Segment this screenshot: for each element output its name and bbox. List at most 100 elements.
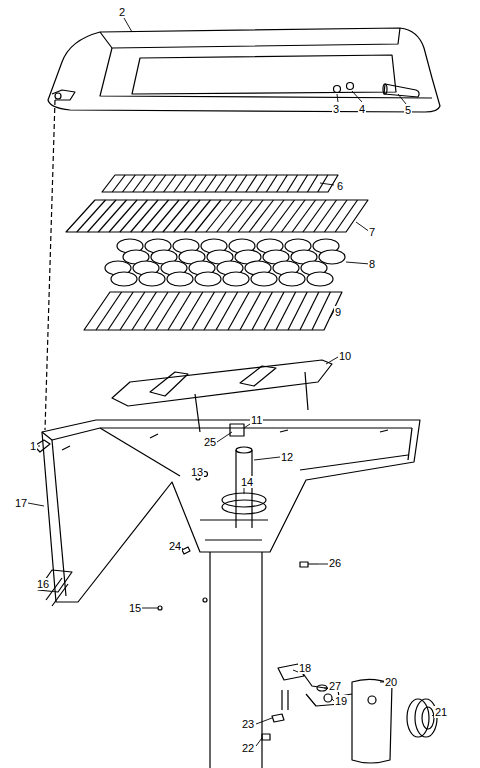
post xyxy=(210,552,262,768)
callout-number: 19 xyxy=(334,695,348,707)
callout-number: 6 xyxy=(336,180,344,192)
firebox xyxy=(42,420,420,602)
grate-bar xyxy=(96,292,122,330)
callout-number: 25 xyxy=(203,436,217,448)
grate-bar xyxy=(314,200,337,232)
grate-bar xyxy=(132,292,156,330)
briquette xyxy=(195,272,221,286)
callout-number: 18 xyxy=(298,662,312,674)
grate-bar xyxy=(184,200,210,232)
briquette xyxy=(307,272,333,286)
grate-bar xyxy=(303,200,326,232)
grate-bar xyxy=(205,175,217,192)
lava-briquettes xyxy=(105,239,345,286)
grate-bar xyxy=(133,175,146,192)
grate-bar xyxy=(217,200,242,232)
grate-bar xyxy=(192,292,214,330)
grate-bar xyxy=(266,175,277,192)
control-knob xyxy=(407,699,437,737)
grate-bar xyxy=(225,175,236,192)
grate-bar xyxy=(281,200,305,232)
grate-bar xyxy=(184,175,196,192)
callout-number: 27 xyxy=(328,680,342,692)
grate-bar xyxy=(264,292,284,330)
callout-number: 16 xyxy=(36,578,50,590)
grate-bar xyxy=(271,200,295,232)
grate-bar xyxy=(168,292,191,330)
callout-number: 2 xyxy=(118,6,126,18)
grate-bar xyxy=(240,292,261,330)
briquette-grate-bars xyxy=(96,292,330,330)
grate-bar xyxy=(256,175,267,192)
grate-bar xyxy=(156,292,180,330)
grate-bar xyxy=(236,175,247,192)
callout-number: 24 xyxy=(168,540,182,552)
grate-bar xyxy=(228,200,253,232)
warming-rack xyxy=(102,175,338,192)
callout-number: 14 xyxy=(240,476,254,488)
grate-bar xyxy=(153,175,165,192)
cooking-grate-bars xyxy=(77,200,358,232)
grate-bar xyxy=(109,200,137,232)
grate-bar xyxy=(215,175,227,192)
grate-bar xyxy=(277,175,288,192)
grate-bar xyxy=(164,175,176,192)
grate-bar xyxy=(143,175,155,192)
callout-number: 15 xyxy=(128,602,142,614)
grate-bar xyxy=(276,292,296,330)
grate-bar xyxy=(174,175,186,192)
briquette xyxy=(279,272,305,286)
grate-bar xyxy=(123,175,136,192)
callout-number: 1 xyxy=(29,440,37,452)
grate-bar xyxy=(152,200,179,232)
grate-bar xyxy=(163,200,190,232)
callout-number: 23 xyxy=(241,718,255,730)
callout-number: 22 xyxy=(241,742,255,754)
burner xyxy=(112,360,332,432)
grate-bar xyxy=(216,292,238,330)
warming-rack-bars xyxy=(112,175,328,192)
leader-lines xyxy=(28,18,434,746)
grate-bar xyxy=(131,200,158,232)
callout-number: 7 xyxy=(368,226,376,238)
grate-bar xyxy=(292,200,315,232)
screws xyxy=(158,476,318,610)
grate-bar xyxy=(238,200,263,232)
callout-number: 3 xyxy=(332,103,340,115)
grate-bar xyxy=(297,175,307,192)
callout-number: 20 xyxy=(384,676,398,688)
grate-bar xyxy=(260,200,284,232)
grate-bar xyxy=(174,200,200,232)
cooking-grate xyxy=(66,200,368,232)
grate-bar xyxy=(206,200,232,232)
grate-bar xyxy=(246,175,257,192)
control-panel xyxy=(352,679,392,763)
grate-bar xyxy=(120,292,145,330)
grate-bar xyxy=(228,292,249,330)
grate-bar xyxy=(112,175,125,192)
briquette xyxy=(223,272,249,286)
grate-bar xyxy=(312,292,330,330)
callout-number: 4 xyxy=(358,103,366,115)
grate-bar xyxy=(300,292,319,330)
grate-bar xyxy=(204,292,226,330)
grill-lid xyxy=(45,28,440,430)
callout-number: 11 xyxy=(250,414,263,426)
briquette xyxy=(167,272,193,286)
grate-bar xyxy=(141,200,168,232)
briquette xyxy=(319,250,345,264)
grate-bar xyxy=(307,175,317,192)
callout-number: 21 xyxy=(434,706,448,718)
grate-bar xyxy=(195,200,221,232)
grate-bar xyxy=(249,200,273,232)
grate-bar xyxy=(194,175,206,192)
grate-bar xyxy=(108,292,133,330)
briquette-grate xyxy=(84,292,342,330)
briquette xyxy=(251,272,277,286)
callout-number: 26 xyxy=(328,557,342,569)
grate-bar xyxy=(252,292,272,330)
grate-bar xyxy=(324,200,347,232)
callout-number: 9 xyxy=(334,306,342,318)
grate-bar xyxy=(287,175,298,192)
briquette xyxy=(139,272,165,286)
